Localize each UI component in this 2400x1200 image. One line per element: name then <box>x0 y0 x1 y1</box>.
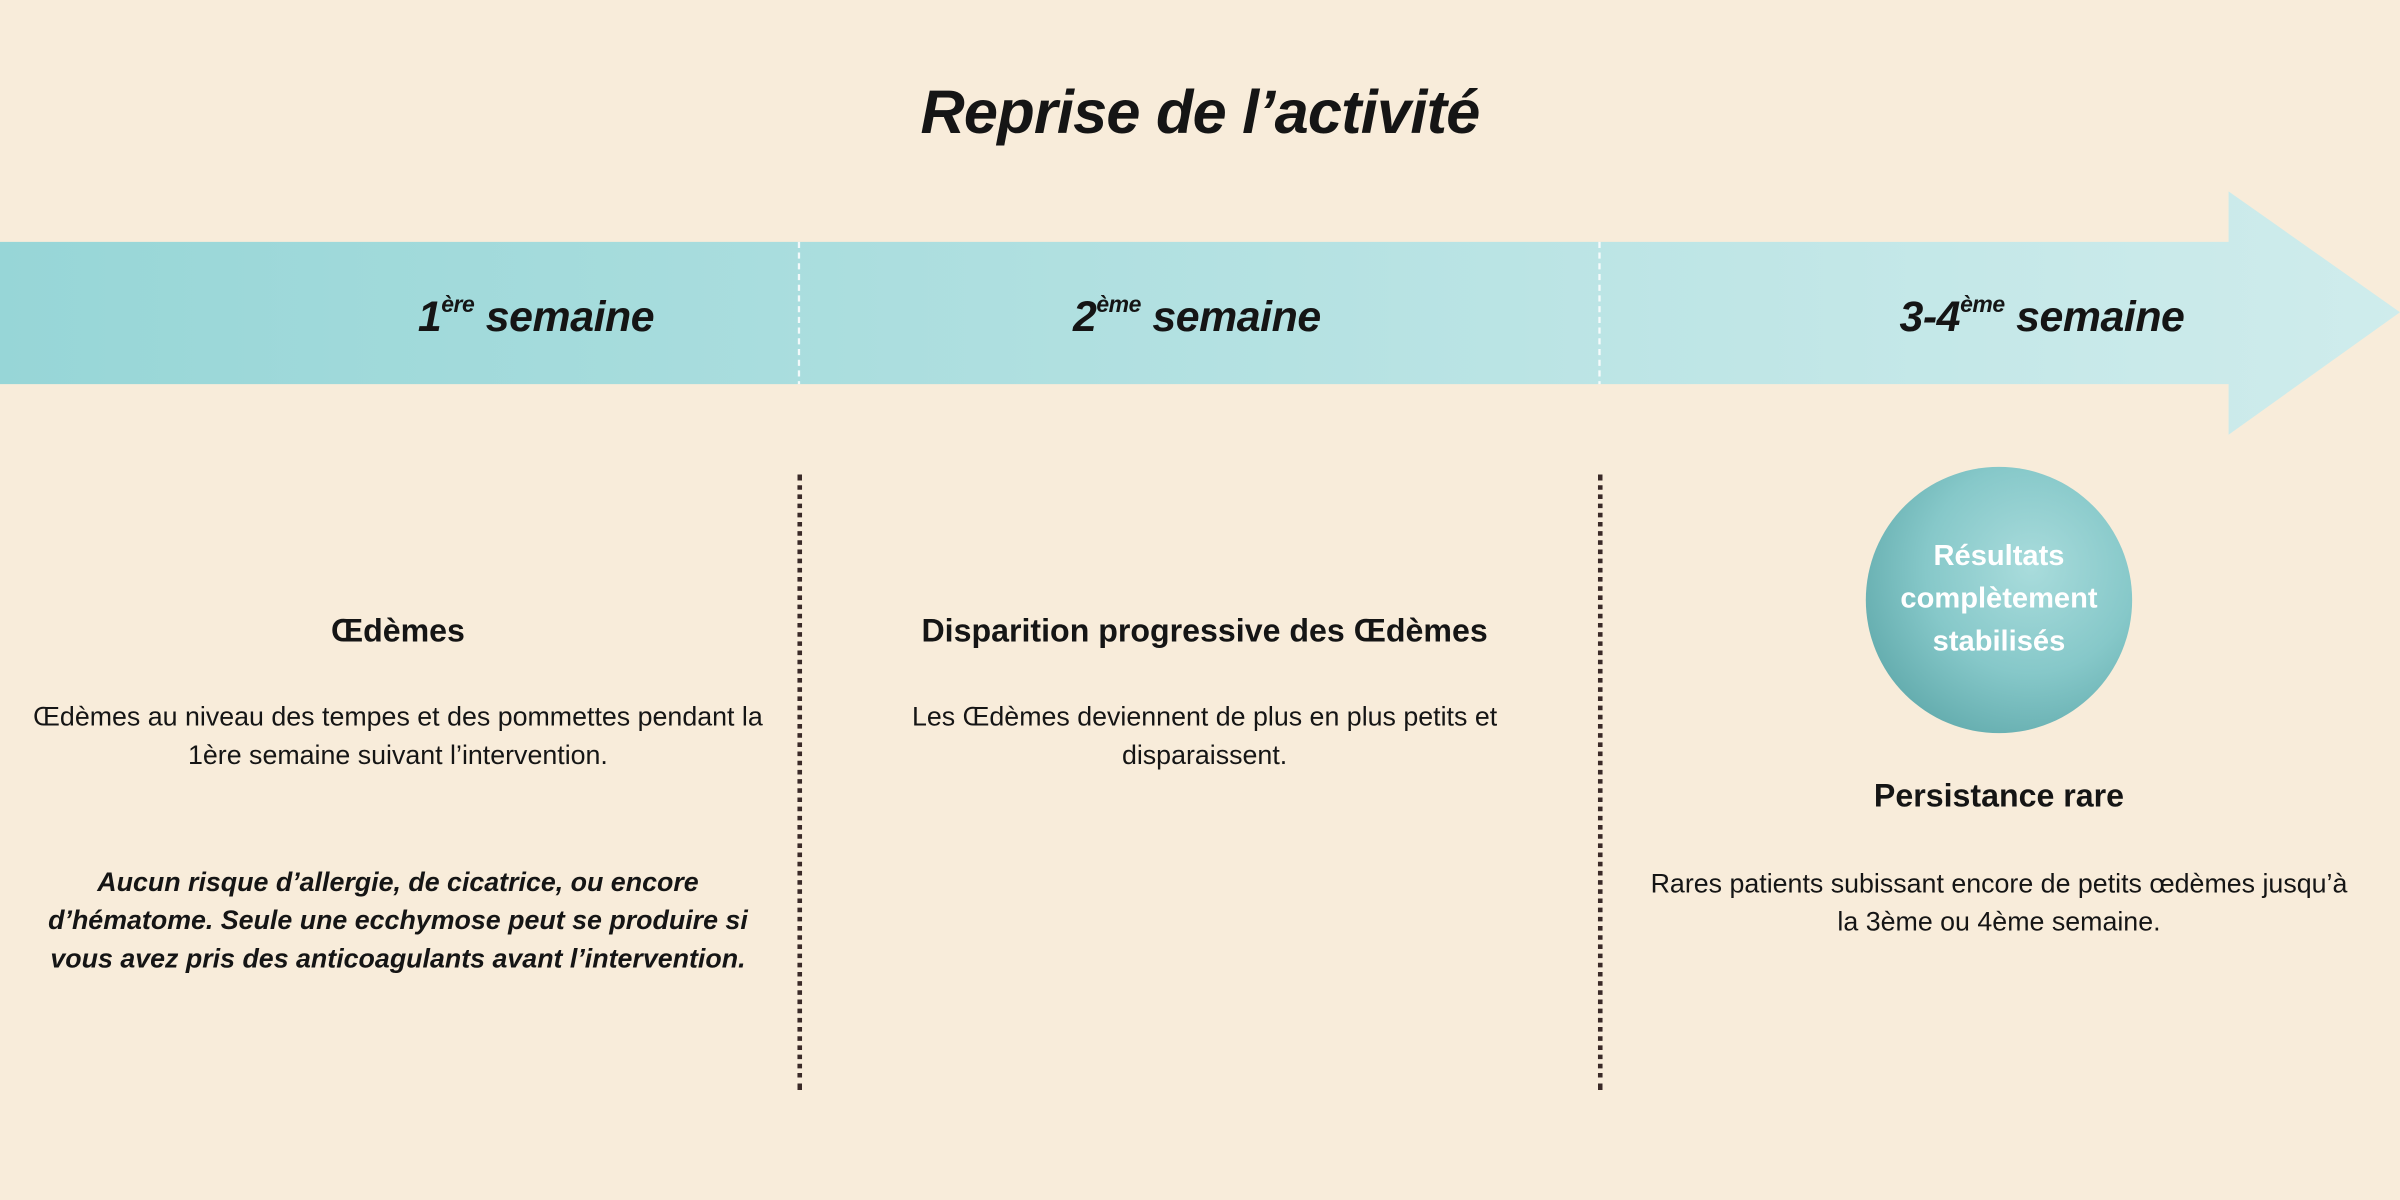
week-label-2: 2ème semaine <box>1072 292 1321 341</box>
column-divider-1 <box>797 474 803 1090</box>
column-3-text: Rares patients subissant encore de petit… <box>1650 867 2348 937</box>
column-2-heading: Disparition progressive des Œdèmes <box>921 613 1488 649</box>
week-label-1: 1ère semaine <box>417 292 655 341</box>
timeline-arrow <box>0 191 2400 435</box>
column-2-text: Les Œdèmes deviennent de plus en plus pe… <box>911 701 1498 770</box>
arrow-shape <box>0 191 2400 435</box>
column-1-note: Aucun risque d’allergie, de cicatrice, o… <box>48 866 748 974</box>
column-1-text: Œdèmes au niveau des tempes et des pomme… <box>33 701 763 770</box>
column-divider-2 <box>1597 474 1603 1090</box>
results-badge-text: Résultats complètement stabilisés <box>1900 540 2098 659</box>
results-badge: Résultats complètement stabilisés <box>1865 466 2133 734</box>
column-1-heading: Œdèmes <box>330 613 465 649</box>
page-title: Reprise de l’activité <box>920 79 1480 147</box>
week-label-3: 3-4ème semaine <box>1899 292 2185 341</box>
column-3-heading: Persistance rare <box>1873 779 2125 815</box>
